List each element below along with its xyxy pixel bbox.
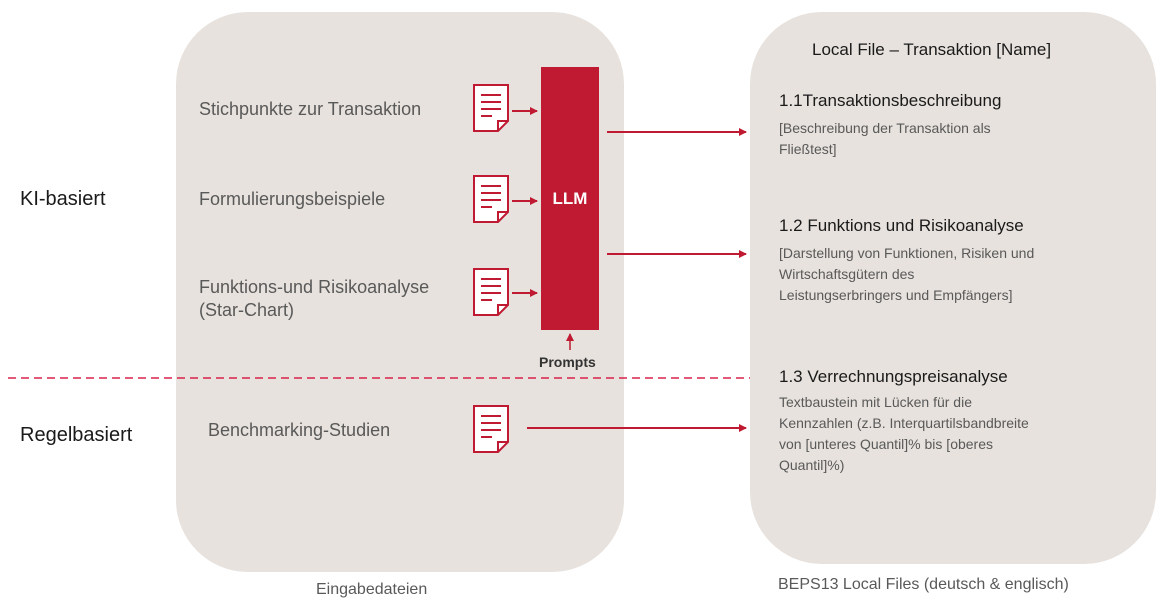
section-heading-1-1: 1.1Transaktionsbeschreibung xyxy=(779,91,1002,110)
section-body-1-3: Textbaustein mit Lücken für die Kennzahl… xyxy=(779,394,1029,473)
document-icon xyxy=(473,84,509,132)
document-icon xyxy=(473,175,509,223)
document-icon xyxy=(473,405,509,453)
section-body-1-1: [Beschreibung der Transaktion als Fließt… xyxy=(779,120,991,157)
category-rule-label: Regelbasiert xyxy=(20,424,133,446)
local-files-caption: BEPS13 Local Files (deutsch & englisch) xyxy=(778,576,1069,593)
input-files-caption: Eingabedateien xyxy=(316,581,428,598)
section-heading-1-2: 1.2 Funktions und Risikoanalyse xyxy=(779,216,1024,235)
input-label-benchmarking: Benchmarking-Studien xyxy=(208,420,391,440)
llm-block: LLM xyxy=(541,67,599,330)
input-label-star-chart: Funktions-und Risikoanalyse (Star-Chart) xyxy=(199,277,430,320)
section-heading-1-3: 1.3 Verrechnungspreisanalyse xyxy=(779,367,1008,386)
local-file-panel xyxy=(750,12,1156,564)
input-label-formulierung: Formulierungsbeispiele xyxy=(199,189,386,209)
input-label-stichpunkte: Stichpunkte zur Transaktion xyxy=(199,99,422,119)
prompts-label: Prompts xyxy=(539,354,596,370)
local-file-title: Local File – Transaktion [Name] xyxy=(812,40,1052,59)
category-ai-label: KI-basiert xyxy=(20,188,106,210)
section-body-1-2: [Darstellung von Funktionen, Risiken und… xyxy=(779,245,1035,303)
llm-label: LLM xyxy=(552,188,588,208)
document-icon xyxy=(473,268,509,316)
